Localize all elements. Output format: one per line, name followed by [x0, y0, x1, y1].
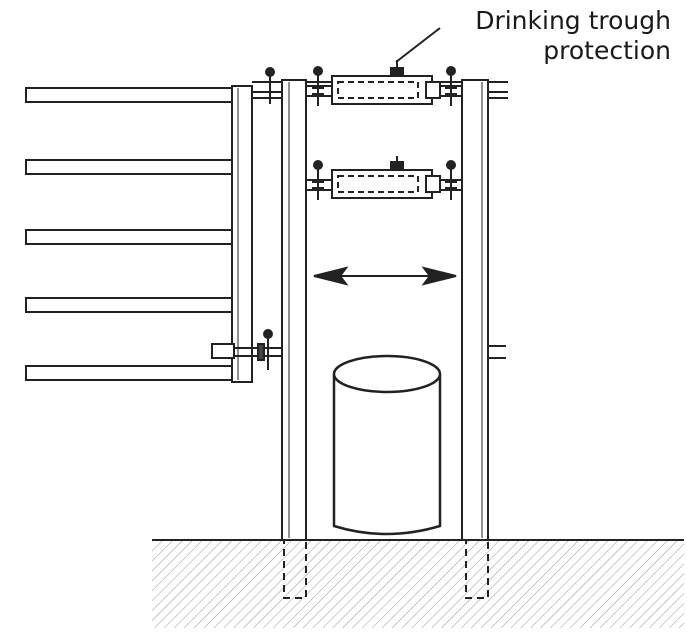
post-right — [461, 79, 506, 599]
gate-rail-5 — [25, 365, 237, 381]
ground — [152, 539, 684, 628]
callout-label: Drinking trough protection — [475, 6, 671, 66]
post-left — [281, 79, 307, 599]
callout-label-line-1: Drinking trough — [475, 6, 671, 35]
post-left-footing — [283, 539, 307, 599]
gate-rail-2 — [25, 159, 237, 175]
ground-hatching — [152, 540, 684, 628]
post-right-footing — [465, 539, 489, 599]
protection-clamp-lower — [306, 156, 462, 200]
gate-rail-3 — [25, 229, 237, 245]
gate-rail-1 — [25, 87, 237, 103]
drinking-trough — [332, 354, 442, 536]
gate-hinge-top — [252, 67, 284, 104]
adjustment-arrow — [313, 266, 457, 286]
gate-end-stile — [231, 85, 253, 383]
callout-label-line-2: protection — [543, 36, 671, 65]
protection-clamp-upper — [306, 60, 462, 106]
gate-hinge-bottom — [211, 329, 286, 370]
gate — [25, 85, 253, 383]
callout-leader-line — [395, 27, 441, 63]
gate-rail-4 — [25, 297, 237, 313]
